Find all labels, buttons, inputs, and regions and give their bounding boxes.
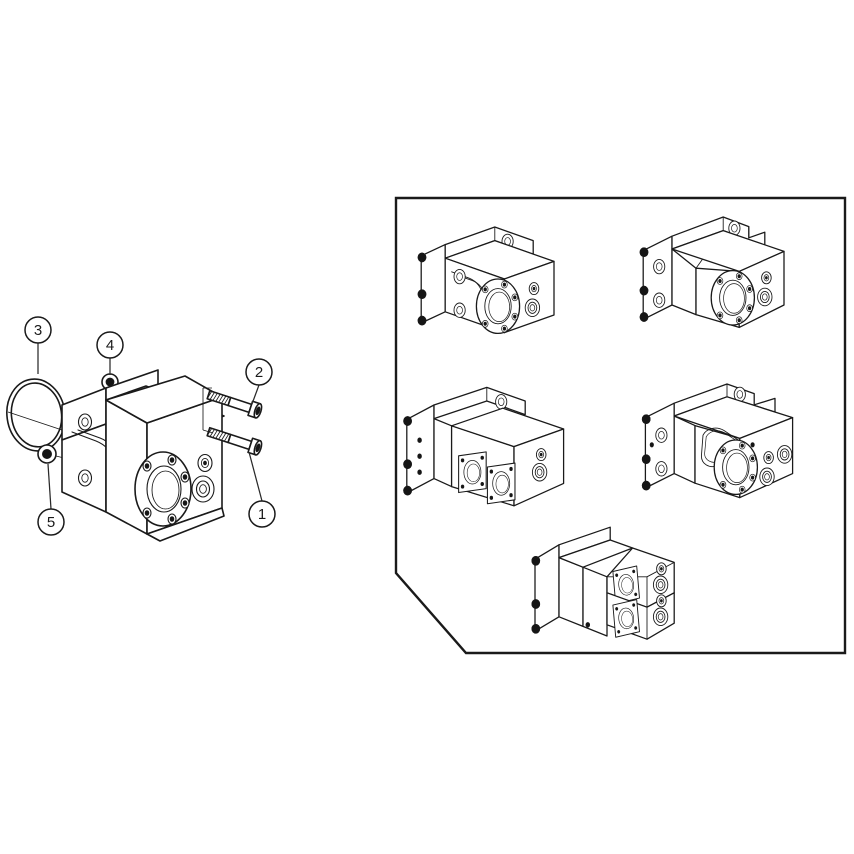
variant-middle-right[interactable]: [641, 383, 794, 499]
variant-top-left[interactable]: [417, 226, 555, 335]
variant-panel: [394, 196, 847, 655]
bolt-hole-plate-upper: [77, 413, 93, 431]
callout-3-label: 3: [34, 322, 42, 339]
callout-2-label: 2: [255, 364, 263, 381]
callout-5-leader: [47, 463, 52, 510]
variant-top-right[interactable]: [639, 216, 785, 329]
callout-4-label: 4: [106, 337, 114, 354]
front-flange-6-bolt: [134, 451, 192, 527]
callout-1-leader: [248, 451, 263, 502]
callout-4[interactable]: 4: [96, 331, 124, 375]
variant-middle-left[interactable]: [403, 386, 565, 507]
callouts-group: 3 4 2 1 5: [24, 316, 276, 536]
side-boss-small: [197, 453, 213, 473]
part-cap-screw-upper: [206, 389, 263, 419]
callout-2-balloon[interactable]: [245, 358, 273, 386]
callout-4-balloon[interactable]: [96, 331, 124, 359]
callout-3[interactable]: 3: [24, 316, 52, 374]
callout-1[interactable]: 1: [248, 451, 276, 528]
assembly-guide-screws: [202, 387, 214, 434]
exploded-assembly-group: [6, 369, 263, 542]
variant-bottom-center[interactable]: [531, 526, 675, 640]
side-boss-large: [191, 475, 215, 503]
part-cap-screw-lower: [206, 426, 263, 456]
callout-3-balloon[interactable]: [24, 316, 52, 344]
callout-5-label: 5: [47, 514, 55, 531]
callout-1-label: 1: [258, 506, 266, 523]
callout-5-balloon[interactable]: [37, 508, 65, 536]
callout-2[interactable]: 2: [245, 358, 273, 405]
callout-2-leader: [251, 384, 260, 405]
callout-5[interactable]: 5: [37, 463, 65, 536]
part-main-housing-body: [61, 369, 225, 542]
bolt-hole-plate-lower: [77, 469, 93, 487]
variant-panel-border: [394, 196, 847, 655]
callout-1-balloon[interactable]: [248, 500, 276, 528]
